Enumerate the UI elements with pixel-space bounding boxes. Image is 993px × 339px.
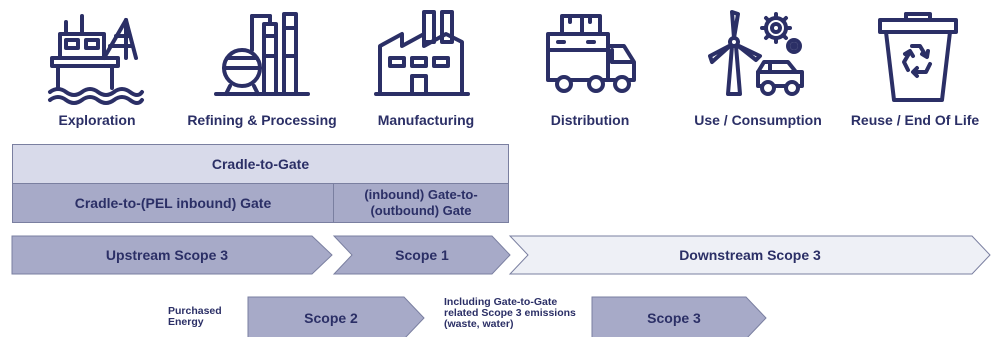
cradle-to-pel-inbound-gate-box: Cradle-to-(PEL inbound) Gate (12, 183, 334, 223)
stage-label-refining: Refining & Processing (187, 112, 337, 128)
downstream-scope3-label: Downstream Scope 3 (679, 247, 821, 263)
stage-label-distribution: Distribution (550, 112, 630, 128)
scope1-arrow (332, 235, 511, 275)
cradle-to-gate-box: Cradle-to-Gate (12, 144, 509, 184)
scope1-label: Scope 1 (395, 247, 449, 263)
recycle-bin-icon (878, 12, 958, 102)
stage-label-exploration: Exploration (58, 112, 136, 128)
scope2-arrow (247, 296, 425, 337)
stage-label-end-of-life: Reuse / End Of Life (850, 112, 980, 128)
scope3-arrow (591, 296, 767, 337)
purchased-energy-note: Purchased Energy (168, 305, 222, 328)
gate-to-gate-box: (inbound) Gate-to-(outbound) Gate (333, 183, 509, 223)
factory-icon (374, 10, 470, 96)
scope3-label: Scope 3 (647, 310, 701, 326)
gate-to-gate-scope3-note: Including Gate-to-Gate related Scope 3 e… (444, 296, 576, 330)
wind-turbine-car-icon (708, 10, 804, 96)
stage-label-manufacturing: Manufacturing (377, 112, 475, 128)
refinery-icon (214, 12, 310, 96)
upstream-scope3-arrow (11, 235, 333, 275)
oil-rig-icon (48, 14, 144, 105)
stage-label-use: Use / Consumption (694, 112, 822, 128)
scope2-label: Scope 2 (304, 310, 358, 326)
upstream-scope3-label: Upstream Scope 3 (105, 247, 229, 263)
delivery-truck-icon (546, 14, 636, 93)
downstream-scope3-arrow (508, 235, 991, 275)
